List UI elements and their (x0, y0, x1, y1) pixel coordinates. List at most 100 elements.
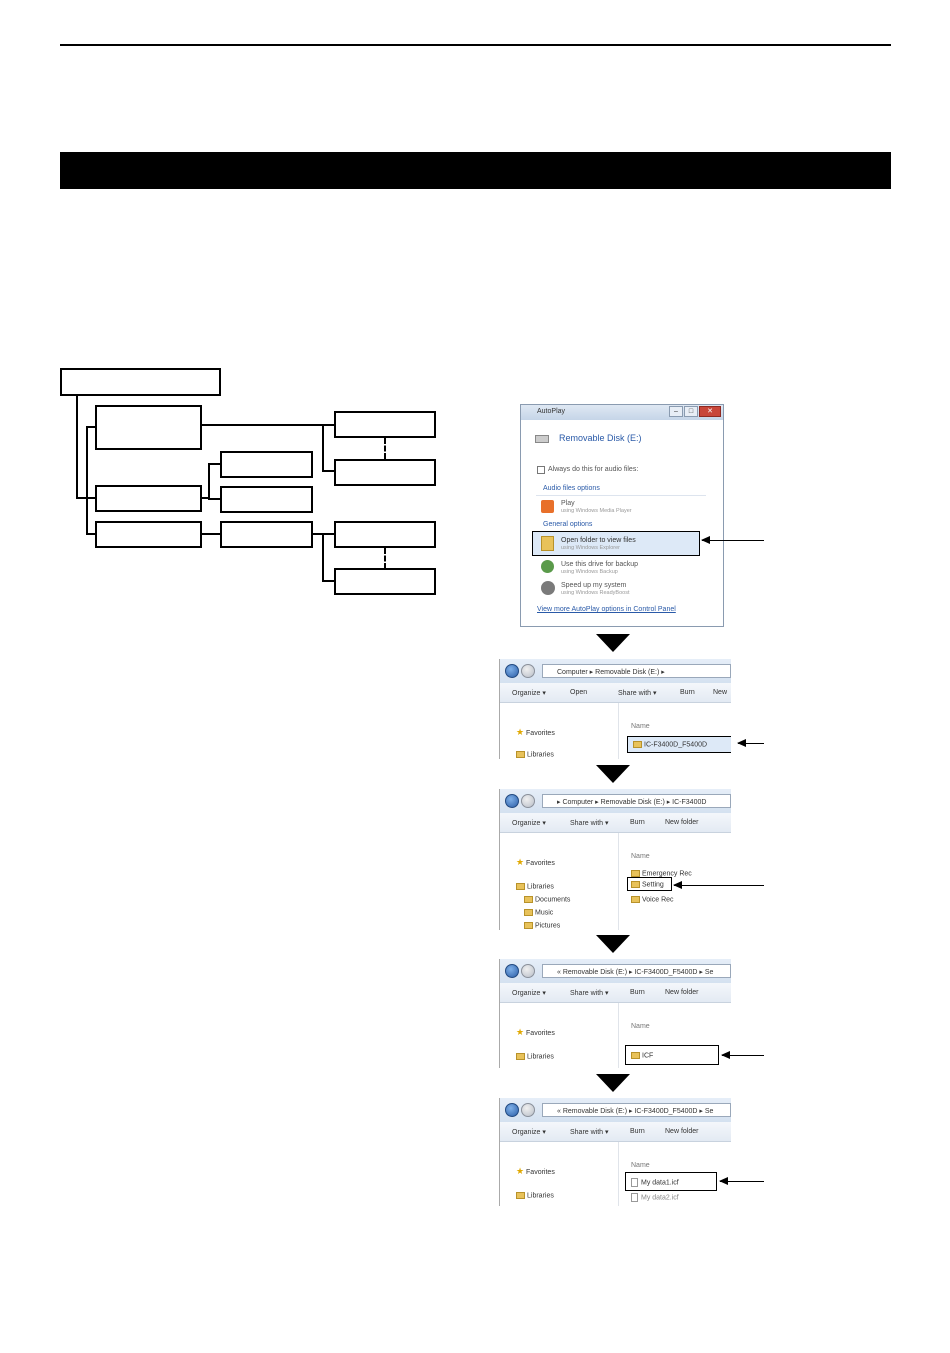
forward-icon[interactable] (521, 794, 535, 808)
open-button[interactable]: Open (570, 689, 588, 696)
folder-icon (631, 870, 640, 877)
pointer-arrow-2 (737, 739, 764, 747)
documents-icon (524, 896, 533, 903)
nav-favorites[interactable]: Favorites (526, 860, 555, 867)
organize-button[interactable]: Organize ▾ (512, 690, 546, 697)
tree-root-box (60, 368, 221, 396)
forward-icon[interactable] (521, 964, 535, 978)
backup-option-sub: using Windows Backup (561, 569, 618, 575)
autoplay-title: AutoPlay (537, 408, 566, 415)
nav-favorites[interactable]: Favorites (526, 1169, 555, 1176)
always-checkbox[interactable] (537, 466, 545, 474)
column-header-name[interactable]: Name (631, 723, 650, 730)
back-icon[interactable] (505, 964, 519, 978)
nav-pictures[interactable]: Pictures (535, 922, 561, 930)
folder-item[interactable]: Emergency Rec (631, 870, 692, 877)
share-with-button[interactable]: Share with ▾ (618, 690, 657, 697)
nav-libraries[interactable]: Libraries (527, 1192, 554, 1200)
folder-item-setting[interactable]: Setting (627, 877, 672, 891)
nav-favorites[interactable]: Favorites (526, 730, 555, 737)
new-folder-button[interactable]: New (713, 689, 728, 696)
organize-button[interactable]: Organize ▾ (512, 820, 546, 827)
nav-pane: ★ Favorites Libraries (500, 1142, 615, 1206)
forward-icon[interactable] (521, 664, 535, 678)
tree-box-level3b (334, 568, 436, 595)
explorer-window-1: Computer ▸ Removable Disk (E:) ▸ Organiz… (499, 659, 731, 759)
address-bar[interactable]: « Removable Disk (E:) ▸ IC-F3400D_F5400D… (542, 964, 731, 978)
open-folder-sub: using Windows Explorer (561, 545, 620, 551)
nav-documents[interactable]: Documents (535, 896, 571, 904)
nav-pane: ★ Favorites Libraries Documents Music Pi… (500, 833, 615, 930)
play-option[interactable]: Play (561, 500, 575, 507)
pointer-arrow-3 (673, 881, 764, 889)
pointer-arrow-5 (719, 1177, 764, 1185)
address-bar[interactable]: ▸ Computer ▸ Removable Disk (E:) ▸ IC-F3… (542, 794, 731, 808)
file-item-mydata1[interactable]: My data1.icf (625, 1172, 717, 1191)
column-header-name[interactable]: Name (631, 1162, 650, 1169)
more-autoplay-link[interactable]: View more AutoPlay options in Control Pa… (537, 606, 676, 613)
back-icon[interactable] (505, 794, 519, 808)
file-icon (631, 1178, 638, 1187)
folder-item-icf[interactable]: ICF (625, 1045, 719, 1065)
file-item-mydata2[interactable]: My data2.icf (631, 1193, 679, 1202)
address-bar[interactable]: Computer ▸ Removable Disk (E:) ▸ (542, 664, 731, 678)
nav-pane: ★ Favorites Libraries (500, 1003, 615, 1068)
folder-icon (631, 896, 640, 903)
burn-button[interactable]: Burn (630, 1128, 645, 1135)
file-list: Name Emergency Rec Setting Voice Rec (618, 833, 731, 930)
burn-button[interactable]: Burn (630, 819, 645, 826)
backup-option[interactable]: Use this drive for backup (561, 561, 639, 568)
play-icon (541, 500, 554, 513)
explorer-window-2: ▸ Computer ▸ Removable Disk (E:) ▸ IC-F3… (499, 789, 731, 930)
star-icon: ★ (516, 1166, 525, 1176)
music-icon (524, 909, 533, 916)
step-down-arrow-3 (596, 935, 630, 953)
folder-item[interactable]: Voice Rec (631, 896, 674, 903)
share-with-button[interactable]: Share with ▾ (570, 820, 609, 827)
header-rule (60, 44, 891, 46)
new-folder-button[interactable]: New folder (665, 1128, 699, 1135)
disk-name: Removable Disk (E:) (559, 433, 642, 443)
burn-button[interactable]: Burn (630, 989, 645, 996)
backup-icon (541, 560, 554, 573)
nav-libraries[interactable]: Libraries (527, 883, 554, 891)
always-checkbox-label: Always do this for audio files: (548, 466, 639, 473)
close-button[interactable]: ✕ (699, 406, 721, 417)
new-folder-button[interactable]: New folder (665, 989, 699, 996)
new-folder-button[interactable]: New folder (665, 819, 699, 826)
nav-libraries[interactable]: Libraries (527, 1053, 554, 1061)
autoplay-dialog: AutoPlay – □ ✕ Removable Disk (E:) Alway… (520, 404, 724, 627)
folder-icon (633, 741, 642, 748)
organize-button[interactable]: Organize ▾ (512, 990, 546, 997)
libraries-icon (516, 883, 525, 890)
open-folder-label: Open folder to view files (561, 537, 636, 544)
tree-box-level3a (334, 521, 436, 548)
pointer-arrow-1 (701, 536, 764, 544)
share-with-button[interactable]: Share with ▾ (570, 990, 609, 997)
back-icon[interactable] (505, 1103, 519, 1117)
burn-button[interactable]: Burn (680, 689, 695, 696)
nav-favorites[interactable]: Favorites (526, 1030, 555, 1037)
folder-item[interactable]: IC-F3400D_F5400D (627, 736, 731, 753)
address-bar[interactable]: « Removable Disk (E:) ▸ IC-F3400D_F5400D… (542, 1103, 731, 1117)
explorer-window-4: « Removable Disk (E:) ▸ IC-F3400D_F5400D… (499, 1098, 731, 1206)
step-down-arrow-4 (596, 1074, 630, 1092)
column-header-name[interactable]: Name (631, 1023, 650, 1030)
tree-box-level1a (95, 405, 202, 450)
open-folder-option[interactable]: Open folder to view files using Windows … (532, 531, 700, 556)
tree-box-level2b (334, 459, 436, 486)
forward-icon[interactable] (521, 1103, 535, 1117)
folder-icon (541, 536, 554, 551)
speed-option[interactable]: Speed up my system (561, 582, 627, 589)
back-icon[interactable] (505, 664, 519, 678)
audio-section-header: Audio files options (543, 485, 600, 492)
nav-music[interactable]: Music (535, 909, 554, 917)
libraries-icon (516, 1053, 525, 1060)
organize-button[interactable]: Organize ▾ (512, 1129, 546, 1136)
nav-libraries[interactable]: Libraries (527, 751, 554, 759)
column-header-name[interactable]: Name (631, 853, 650, 860)
share-with-button[interactable]: Share with ▾ (570, 1129, 609, 1136)
minimize-button[interactable]: – (669, 406, 683, 417)
folder-icon (631, 1052, 640, 1059)
maximize-button[interactable]: □ (684, 406, 698, 417)
